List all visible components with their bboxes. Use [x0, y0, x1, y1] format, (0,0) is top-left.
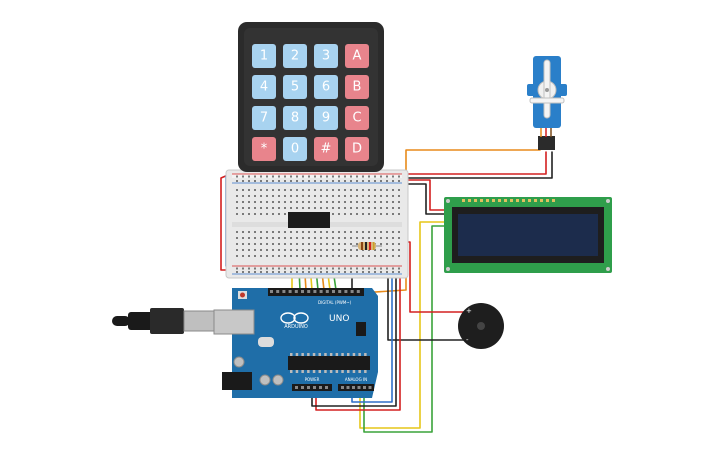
keypad-key[interactable]: *	[252, 137, 276, 161]
power-label: POWER	[305, 377, 320, 382]
keypad-key-label: C	[352, 111, 361, 126]
usb-b-port	[213, 309, 255, 335]
keypad-key-label: 1	[260, 49, 268, 64]
capacitor-3	[272, 374, 284, 386]
keypad-key-label: 4	[260, 80, 268, 95]
resistor	[352, 242, 382, 250]
keypad-key[interactable]: 2	[283, 44, 307, 68]
lcd-pin-header	[462, 199, 555, 202]
wire-power-black	[311, 269, 397, 407]
buzzer-center	[477, 322, 485, 330]
wire-power-red	[315, 273, 401, 411]
breadboard-holes	[236, 175, 400, 273]
servo-horn-cross	[529, 97, 565, 104]
capacitor-1	[233, 356, 245, 368]
usb-plug-housing	[150, 308, 184, 334]
usb-plug-body	[128, 312, 154, 330]
analog-header	[338, 384, 374, 391]
keypad-key-label: 0	[291, 142, 299, 157]
digital-pin-holes	[270, 290, 360, 293]
servo-motor	[527, 56, 567, 150]
keypad-key[interactable]: 3	[314, 44, 338, 68]
bottom-pin-holes	[295, 386, 372, 389]
keypad-key[interactable]: 6	[314, 75, 338, 99]
keypad-key-label: 7	[260, 111, 268, 126]
keypad-key[interactable]: 7	[252, 106, 276, 130]
keypad-key-label: A	[353, 49, 362, 64]
power-rail-top	[232, 174, 402, 178]
logo-right-loop	[293, 312, 309, 324]
lcd-display	[444, 197, 612, 273]
wire-servo-red	[393, 151, 547, 175]
keypad: 1 2 3 A 4 5 6 B 7 8 9 C * 0 # D	[238, 22, 384, 172]
keypad-key-label: 6	[322, 80, 330, 95]
buzzer-minus-label: -	[466, 336, 469, 344]
keypad-key[interactable]: 9	[314, 106, 338, 130]
keypad-key[interactable]: 4	[252, 75, 276, 99]
keypad-key[interactable]: D	[345, 137, 369, 161]
wire-lcd-red	[403, 179, 445, 211]
wire-servo-black	[393, 151, 553, 179]
usb-plug-metal	[183, 310, 215, 332]
keypad-key-label: 8	[291, 111, 299, 126]
usb-cable-strain	[112, 316, 130, 326]
crystal	[258, 337, 274, 347]
keypad-key-label: B	[353, 80, 362, 95]
reset-button[interactable]	[240, 292, 245, 298]
keypad-key[interactable]: 8	[283, 106, 307, 130]
keypad-key[interactable]: 0	[283, 137, 307, 161]
wire-buzzer-black	[387, 261, 471, 341]
chip-pins	[290, 353, 367, 373]
servo-connector	[538, 136, 555, 150]
analog-label: ANALOG IN	[345, 377, 367, 382]
wire-lcd-yellow	[359, 221, 445, 429]
keypad-key-label: 9	[322, 111, 330, 126]
atmega-chip	[288, 356, 370, 370]
keypad-key-label: D	[352, 142, 362, 157]
keypad-key-label: 3	[322, 49, 330, 64]
keypad-key[interactable]: 1	[252, 44, 276, 68]
usb-cable	[112, 308, 215, 334]
lcd-screen	[458, 214, 598, 256]
logo-left-loop	[280, 312, 296, 324]
keypad-key[interactable]: 5	[283, 75, 307, 99]
icsp-header	[356, 322, 366, 336]
wire-lcd-black	[403, 183, 445, 215]
keypad-key-label: #	[321, 142, 332, 157]
dc-power-jack	[222, 372, 252, 390]
keypad-key-label: 5	[291, 80, 299, 95]
piezo-buzzer: + -	[458, 303, 504, 349]
keypad-key[interactable]: B	[345, 75, 369, 99]
model-label: UNO	[329, 314, 349, 324]
power-header	[292, 384, 332, 391]
keypad-header	[288, 212, 330, 228]
keypad-keys: 1 2 3 A 4 5 6 B 7 8 9 C * 0 # D	[252, 44, 369, 161]
keypad-key-label: *	[261, 142, 268, 157]
wire-lcd-green	[363, 225, 445, 433]
keypad-key-label: 2	[291, 49, 299, 64]
brand-label: ARDUINO	[284, 324, 308, 330]
arduino-uno: DIGITAL (PWM~) ARDUINO UNO POWER ANALOG …	[213, 288, 378, 398]
capacitor-2	[259, 374, 271, 386]
digital-label: DIGITAL (PWM~)	[318, 300, 352, 305]
keypad-key[interactable]: A	[345, 44, 369, 68]
keypad-key[interactable]: #	[314, 137, 338, 161]
buzzer-plus-label: +	[466, 307, 472, 315]
keypad-key[interactable]: C	[345, 106, 369, 130]
breadboard	[225, 169, 409, 279]
